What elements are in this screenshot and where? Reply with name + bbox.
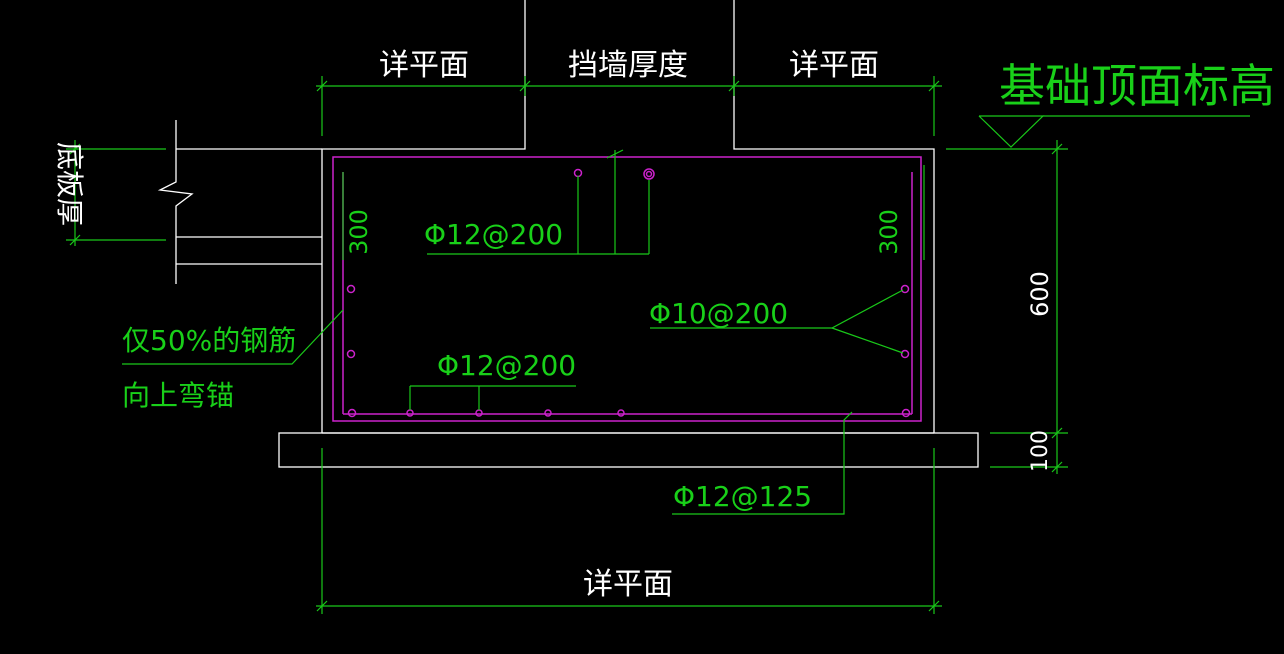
rebar-dot: [617, 409, 625, 417]
dimension-lines: [66, 76, 1250, 614]
rebar-dot: [346, 349, 356, 359]
concrete-outline: [157, 0, 979, 468]
note-line-1: 仅50%的钢筋: [122, 324, 296, 357]
tick: [316, 600, 328, 612]
wall-thickness-label: 挡墙厚度: [568, 48, 688, 83]
break-line: [157, 120, 194, 284]
tick: [928, 80, 940, 92]
rebar-dot: [573, 168, 583, 178]
tick: [1051, 461, 1063, 473]
rebar-bottom-leader: [672, 411, 853, 515]
tick: [728, 80, 740, 92]
right-wall-outline: [733, 0, 935, 433]
note-leader: [122, 309, 344, 365]
elevation-triangle: [978, 115, 1045, 148]
rebar-dot: [901, 408, 911, 418]
rebar-dot: [406, 409, 414, 417]
tick: [69, 143, 81, 155]
dim-300-left: 300: [345, 209, 373, 255]
plan-bottom-label: 详平面: [583, 567, 673, 602]
rebar-bottom-inner-label: Φ12@200: [437, 349, 576, 382]
blinding-layer: [278, 432, 979, 468]
note-line-2: 向上弯锚: [122, 379, 234, 412]
rebar-bottom-label: Φ12@125: [673, 480, 812, 513]
left-wall-outline: [321, 0, 526, 433]
tick: [1051, 427, 1063, 439]
tick: [928, 600, 940, 612]
tick: [69, 234, 81, 246]
rebar-dot: [643, 168, 655, 180]
slab-thickness-label: 底板厚: [53, 142, 86, 226]
rebar-top-label: Φ12@200: [424, 218, 563, 251]
rebar-dot: [347, 408, 357, 418]
drawing-text: 详平面 挡墙厚度 详平面 基础顶面标高 底板厚 300 300 600 100 …: [53, 48, 1275, 602]
plan-left-label: 详平面: [379, 48, 469, 83]
rebar-dot: [544, 409, 552, 417]
rebar-side-label: Φ10@200: [649, 297, 788, 330]
tick: [606, 149, 624, 159]
stirrup: [332, 156, 922, 422]
rebar-dot: [346, 284, 356, 294]
foundation-top-elevation-label: 基础顶面标高: [999, 59, 1275, 113]
rebar-dot: [900, 349, 910, 359]
tick: [1051, 143, 1063, 155]
dim-600: 600: [1026, 271, 1054, 317]
rebar-cage: [332, 156, 922, 422]
tick: [316, 80, 328, 92]
tick: [519, 80, 531, 92]
dim-100: 100: [1028, 430, 1053, 472]
plan-right-label: 详平面: [789, 48, 879, 83]
rebar-side-leader: [831, 327, 904, 354]
dim-300-right: 300: [875, 209, 903, 255]
rebar-dots: [346, 168, 911, 418]
rebar-dot: [645, 170, 653, 178]
rebar-dot: [900, 284, 910, 294]
rebar-dot: [475, 409, 483, 417]
